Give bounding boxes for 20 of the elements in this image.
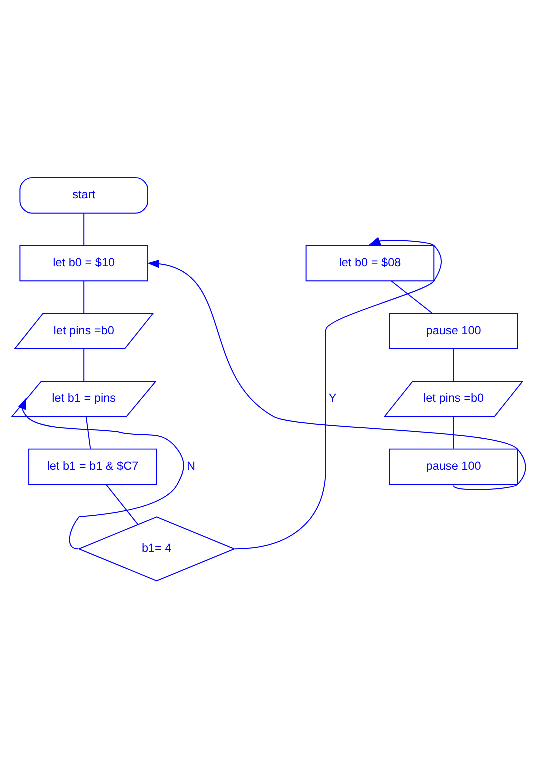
arrow (235, 236, 442, 550)
connector (453, 416, 454, 449)
connector (106, 484, 139, 525)
connector (84, 212, 85, 246)
connector (391, 280, 433, 314)
arrow (18, 397, 184, 550)
node-box: pause 100 (389, 312, 518, 350)
edge-label: N (187, 460, 196, 473)
connector (86, 416, 92, 449)
connector (84, 280, 85, 314)
node-box: start (20, 176, 148, 214)
node-box: let b0 = $08 (306, 244, 435, 282)
connector (84, 348, 85, 382)
arrow (148, 259, 526, 490)
node-box: let b0 = $10 (20, 244, 148, 282)
node-box: pause 100 (389, 448, 518, 485)
node-box: let b1 = b1 & $C7 (28, 448, 158, 485)
node-diamond: b1= 4 (78, 516, 236, 582)
connector (453, 348, 454, 382)
edge-label: Y (328, 392, 337, 405)
